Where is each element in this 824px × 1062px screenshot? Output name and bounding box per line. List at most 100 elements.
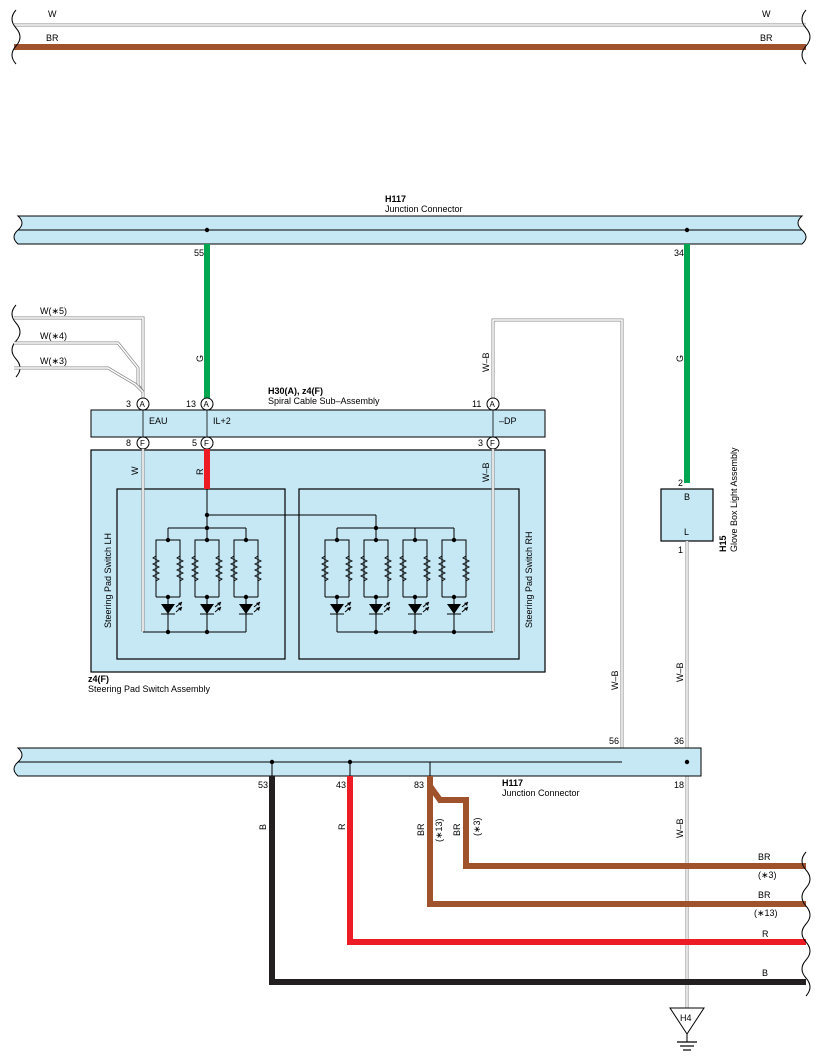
- r-lower-label: R: [195, 468, 205, 475]
- spiral-code: H30(A), z4(F): [268, 386, 323, 396]
- top-left-break: [11, 9, 21, 65]
- pin-a-eau: A: [136, 397, 150, 411]
- h117-pin-36: 36: [674, 736, 684, 746]
- wb-top-label: W–B: [481, 352, 491, 372]
- br13-note: (∗13): [434, 818, 444, 842]
- out-br13-label: BR: [758, 890, 771, 900]
- lh-bus-dot-2: [204, 629, 210, 635]
- top-br-right-label: BR: [760, 33, 773, 43]
- steering-rh-label: Steering Pad Switch RH: [524, 531, 534, 628]
- h117-top-pin-34: 34: [674, 248, 684, 258]
- b-vert-label: B: [258, 824, 268, 830]
- steering-pad-lh-box: [116, 488, 286, 660]
- wb-right-label: W–B: [675, 662, 685, 682]
- lh-bus-dot-1: [165, 629, 171, 635]
- br3-note: (∗3): [472, 817, 482, 836]
- wb-mid-label: W–B: [610, 670, 620, 690]
- r-vert-label: R: [337, 823, 347, 830]
- pin-f-wb: F: [486, 436, 500, 450]
- svg-text:A: A: [140, 400, 146, 409]
- green-right-label: G: [675, 355, 685, 362]
- pin-a-il-num: 13: [186, 399, 196, 409]
- rh-cell-1: [321, 537, 353, 632]
- svg-text:F: F: [204, 439, 209, 448]
- right-bottom-break: [801, 851, 811, 997]
- top-br-left-label: BR: [46, 33, 59, 43]
- ground-h4-symbol: [669, 1007, 705, 1051]
- br3-label: BR: [452, 823, 462, 836]
- red-r-wire: [347, 776, 806, 945]
- h117-bottom-node-36: [684, 759, 690, 765]
- steering-assembly-name: Steering Pad Switch Assembly: [88, 684, 211, 694]
- pin-a-il: A: [200, 397, 214, 411]
- pin-f-r: F: [200, 436, 214, 450]
- svg-text:F: F: [490, 439, 495, 448]
- out-r-label: R: [762, 929, 769, 939]
- pin-a-dp-num: 11: [472, 399, 481, 409]
- steering-assembly-code: z4(F): [88, 674, 109, 684]
- h117-top-name: Junction Connector: [385, 204, 463, 214]
- w-lower-label: W: [130, 466, 140, 475]
- w3-wire: [14, 366, 145, 394]
- h117-top-code: H117: [385, 194, 406, 204]
- rh-cell-4: [438, 537, 470, 632]
- pin-eau-name: EAU: [149, 416, 168, 426]
- pin-f-w-num: 8: [126, 438, 131, 448]
- h117-top-pin-55: 55: [194, 248, 204, 258]
- out-br3-label: BR: [758, 852, 771, 862]
- out-br13-note: (∗13): [754, 908, 778, 918]
- ground-h4-label: H4: [680, 1013, 692, 1023]
- h117-bottom-connector: [13, 747, 702, 777]
- internal-junction-dots: [204, 512, 379, 531]
- h117-pin-83: 83: [414, 780, 424, 790]
- h117-top-node-left: [204, 227, 210, 233]
- top-w-left-label: W: [48, 9, 57, 19]
- h117-top-node-right: [684, 227, 690, 233]
- green-left-label: G: [195, 355, 205, 362]
- steering-pad-rh-box: [298, 488, 520, 660]
- rh-cell-3: [399, 537, 431, 632]
- h117-bottom-code: H117: [502, 778, 523, 788]
- h117-bottom-node-53: [269, 759, 275, 765]
- top-w-right-label: W: [762, 9, 771, 19]
- br13-label: BR: [416, 823, 426, 836]
- left-break: [11, 304, 21, 378]
- h117-pin-53: 53: [258, 780, 268, 790]
- out-br3-note: (∗3): [758, 870, 777, 880]
- steering-lh-label: Steering Pad Switch LH: [103, 533, 113, 628]
- lh-cell-2: [191, 537, 223, 632]
- spiral-cable-box: [90, 409, 546, 438]
- pin-a-eau-num: 3: [126, 399, 131, 409]
- rh-bus-dot-3: [451, 629, 457, 635]
- h117-bottom-node-43: [347, 759, 353, 765]
- black-b-wire: [269, 776, 806, 985]
- pin-f-wb-num: 3: [478, 438, 483, 448]
- glovebox-pin-b-num: 2: [678, 478, 683, 488]
- pin-il-name: IL+2: [213, 416, 231, 426]
- out-b-label: B: [762, 968, 768, 978]
- wb-lower-label: W–B: [481, 462, 491, 482]
- pin-dp-name: –DP: [499, 416, 517, 426]
- rh-bus-dot-1: [373, 629, 379, 635]
- h117-top-connector: [13, 215, 807, 245]
- glovebox-name: Glove Box Light Assembly: [729, 447, 739, 552]
- svg-text:A: A: [490, 400, 496, 409]
- svg-text:F: F: [140, 439, 145, 448]
- lh-cell-1: [152, 537, 184, 632]
- top-right-break: [801, 9, 811, 65]
- glovebox-pin-l-num: 1: [678, 545, 683, 555]
- glovebox-pin-b: B: [684, 492, 690, 502]
- rh-cell-2: [360, 537, 392, 632]
- w3-label: W(∗3): [40, 356, 67, 366]
- h117-bottom-name: Junction Connector: [502, 788, 580, 798]
- h117-pin-18: 18: [674, 780, 684, 790]
- lh-cell-3: [230, 537, 262, 632]
- svg-text:A: A: [204, 400, 210, 409]
- w4-label: W(∗4): [40, 331, 67, 341]
- brown-br13-wire: [427, 776, 806, 907]
- h117-pin-43: 43: [336, 780, 346, 790]
- spiral-name: Spiral Cable Sub–Assembly: [268, 396, 380, 406]
- w5-wire: [14, 316, 145, 398]
- glovebox-pin-l: L: [684, 527, 689, 537]
